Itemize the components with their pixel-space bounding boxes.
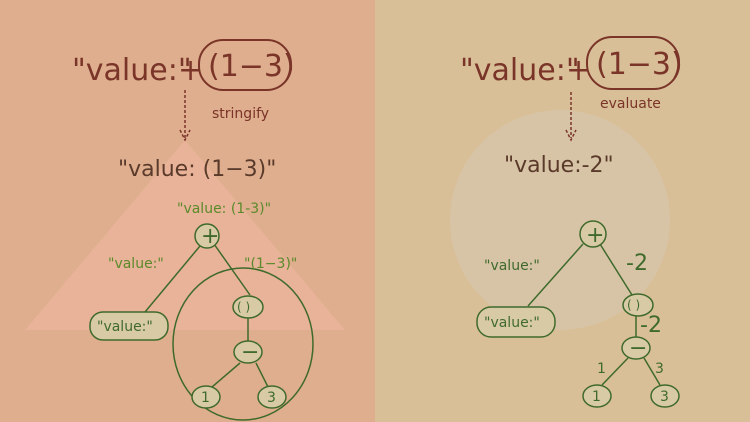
left-leaf-node	[89, 311, 169, 341]
right-paren-node	[622, 293, 654, 317]
right-edge-root-leaf	[527, 243, 584, 307]
right-title-string: "value:"	[460, 53, 580, 88]
right-edge-root-paren	[599, 243, 633, 296]
right-tree: "value:" -2 -2 1 3 + "value:" ( ) − 1 3	[476, 220, 680, 408]
right-right-edge-label: -2	[626, 251, 648, 276]
left-paren-node-label: ( )	[237, 300, 250, 314]
left-edge-minus-three	[255, 362, 269, 388]
left-plus-node	[194, 223, 220, 249]
left-paren-node	[232, 295, 264, 319]
right-edge-minus-one	[601, 357, 629, 386]
left-right-edge-label: "(1−3)"	[244, 256, 297, 272]
left-minus-node-label: −	[241, 340, 259, 365]
left-minus-node	[233, 340, 263, 364]
right-leaf-node-label: "value:"	[484, 315, 540, 331]
left-three-node	[257, 385, 287, 409]
faint-circle-logo	[450, 110, 670, 330]
left-subtree-circle	[172, 267, 314, 421]
right-minus-node	[621, 336, 651, 360]
right-expression: "value:" + (1−3) evaluate "value:-2"	[460, 36, 683, 178]
right-three-edge-label: 3	[655, 361, 664, 377]
left-one-node-label: 1	[201, 390, 210, 406]
right-expr: (1−3)	[596, 47, 683, 82]
left-three-node-label: 3	[267, 390, 276, 406]
right-one-edge-label: 1	[597, 361, 606, 377]
right-paren-edge-label: -2	[640, 313, 662, 338]
left-tree: "value: (1-3)" "value:" "(1−3)" + "value…	[89, 201, 314, 421]
left-edge-root-leaf	[144, 245, 201, 313]
right-result: "value:-2"	[504, 153, 614, 178]
left-result: "value: (1−3)"	[118, 157, 276, 182]
right-plus-node	[579, 220, 607, 248]
right-minus-node-label: −	[629, 336, 647, 361]
right-leaf-node	[476, 306, 556, 338]
left-op-label: stringify	[212, 106, 269, 122]
right-one-node-label: 1	[592, 389, 601, 405]
left-expr: (1−3)	[208, 49, 295, 84]
right-one-node	[582, 384, 612, 408]
left-leaf-node-label: "value:"	[97, 319, 153, 335]
left-expression: "value:" + (1−3) stringify "value: (1−3)…	[72, 39, 295, 182]
left-one-node	[191, 385, 221, 409]
right-paren-node-label: ( )	[627, 298, 640, 312]
left-plus-node-label: +	[201, 224, 219, 249]
right-plus-node-label: +	[586, 223, 604, 248]
left-left-edge-label: "value:"	[108, 256, 164, 272]
right-left-edge-label: "value:"	[484, 258, 540, 274]
faint-triangle-logo	[25, 140, 345, 330]
left-down-arrow	[179, 90, 191, 142]
right-op-label: evaluate	[600, 96, 661, 112]
left-title-string: "value:"	[72, 53, 192, 88]
right-edge-minus-three	[643, 357, 661, 386]
right-expr-box	[586, 36, 680, 90]
right-three-node	[650, 384, 680, 408]
left-root-label: "value: (1-3)"	[177, 201, 271, 217]
right-three-node-label: 3	[660, 389, 669, 405]
left-edge-minus-one	[211, 362, 241, 388]
left-expr-box	[198, 39, 292, 91]
right-down-arrow	[565, 92, 577, 142]
